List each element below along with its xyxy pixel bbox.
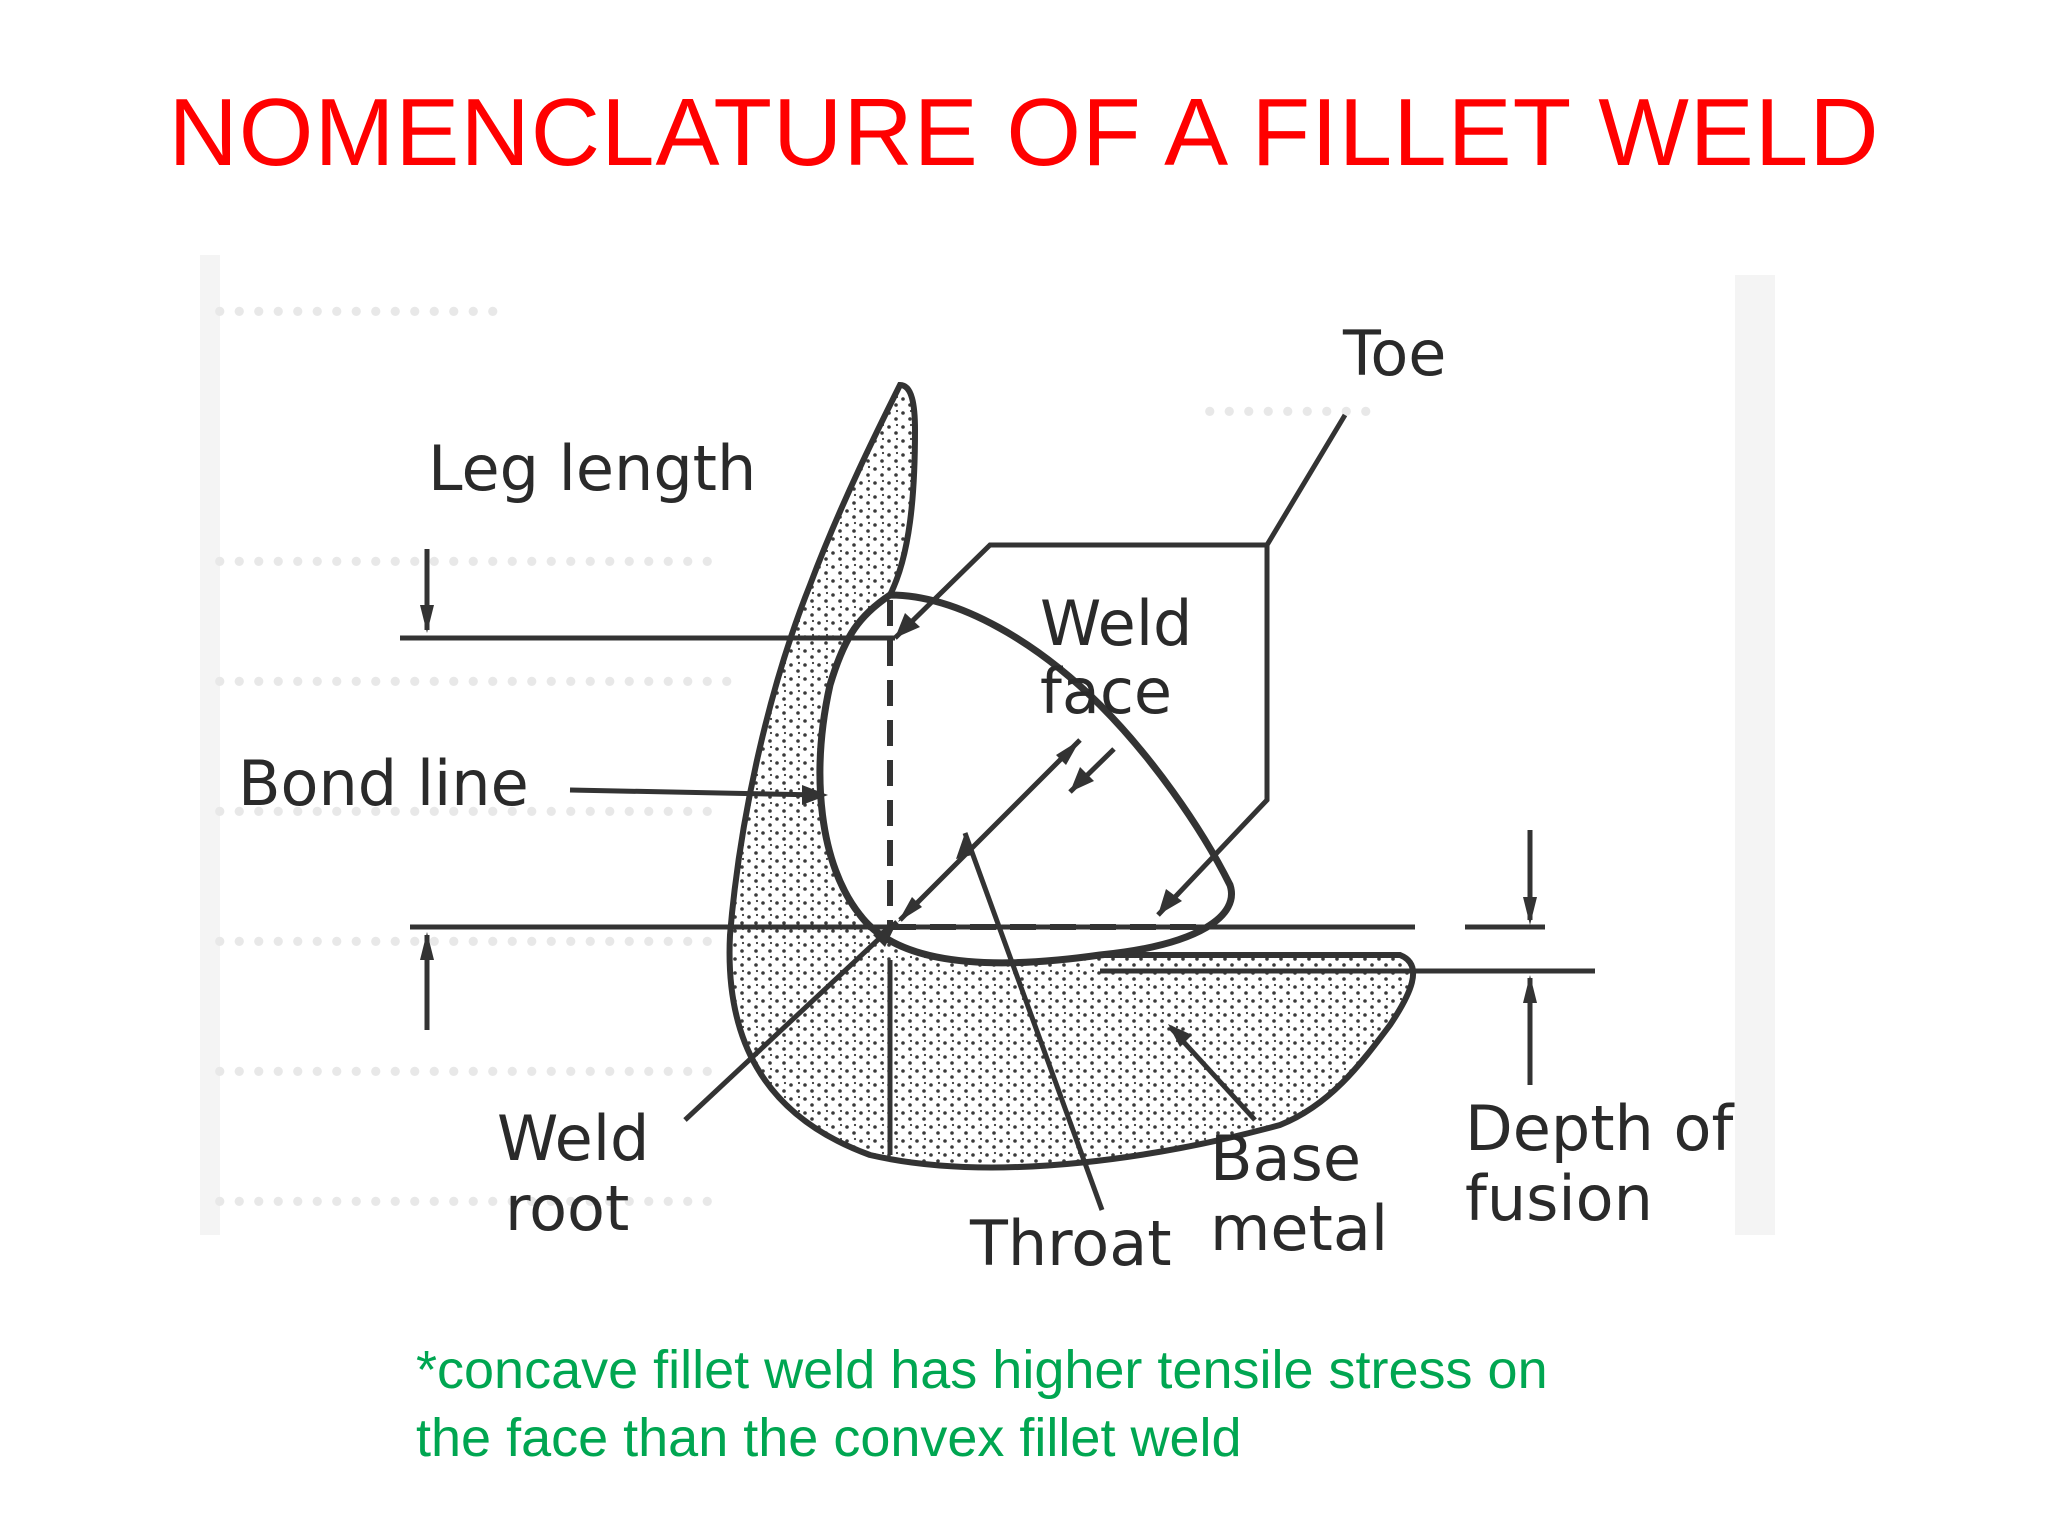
leg-length-arrowhead-bottom <box>420 932 434 960</box>
label-base-metal-line2: metal <box>1210 1192 1388 1265</box>
svg-text:..........................: .......................... <box>210 1005 717 1092</box>
svg-text:..........................: .......................... <box>210 875 717 962</box>
base-metal-arrowhead <box>1168 1024 1192 1047</box>
label-weld-face-line1: Weld <box>1040 587 1192 660</box>
toe-leader-lower <box>1156 413 1348 917</box>
fillet-weld-diagram: ............... ......... ..............… <box>200 255 1775 1280</box>
throat-arrowhead-lower <box>898 897 922 922</box>
weld-root-leader <box>683 920 899 1122</box>
footnote-line-1: *concave fillet weld has higher tensile … <box>416 1340 1548 1400</box>
svg-text:..........................: .......................... <box>210 745 717 832</box>
depth-fusion-arrowhead-top <box>1523 897 1537 925</box>
toe-arrowhead-upper <box>895 613 920 638</box>
label-weld-face-line2: face <box>1040 655 1172 728</box>
footnote-line-2: the face than the convex fillet weld <box>416 1408 1242 1468</box>
label-toe: Toe <box>1342 317 1446 390</box>
label-leg-length: Leg length <box>428 432 756 505</box>
bond-line-arrowhead <box>802 785 828 805</box>
leg-length-arrowhead-top <box>420 605 434 633</box>
footnote: *concave fillet weld has higher tensile … <box>416 1336 1816 1472</box>
label-weld-root-line1: Weld <box>497 1102 649 1175</box>
throat-leader <box>962 832 1105 1211</box>
svg-text:..........................: .......................... <box>210 495 717 582</box>
throat-dimension-line <box>898 738 1082 922</box>
toe-arrowhead-lower <box>1158 889 1182 915</box>
svg-text:...............: ............... <box>210 255 503 332</box>
depth-fusion-arrowhead-bottom <box>1523 975 1537 1003</box>
bleed-through-texture: ............... ......... ..............… <box>200 255 1775 1235</box>
label-depth-of-fusion-line2: fusion <box>1465 1162 1653 1235</box>
label-bond-line: Bond line <box>238 747 529 820</box>
slide-title: NOMENCLATURE OF A FILLET WELD <box>168 79 1880 186</box>
throat-arrowhead-upper <box>1056 740 1080 765</box>
label-weld-root-line2: root <box>505 1172 629 1245</box>
weld-root-arrowhead <box>873 922 897 947</box>
throat-leader-arrowhead <box>956 833 972 859</box>
label-throat: Throat <box>969 1207 1172 1280</box>
label-base-metal-line1: Base <box>1210 1122 1361 1195</box>
weld-face-arrowhead <box>1070 767 1094 792</box>
label-depth-of-fusion-line1: Depth of <box>1465 1092 1735 1165</box>
bond-line-leader <box>569 787 821 798</box>
svg-text:...........................: ........................... <box>210 615 737 702</box>
toe-leader-upper <box>893 542 1267 640</box>
svg-text:..........................: .......................... <box>210 1135 717 1222</box>
weld-bead-shape <box>816 591 1235 967</box>
